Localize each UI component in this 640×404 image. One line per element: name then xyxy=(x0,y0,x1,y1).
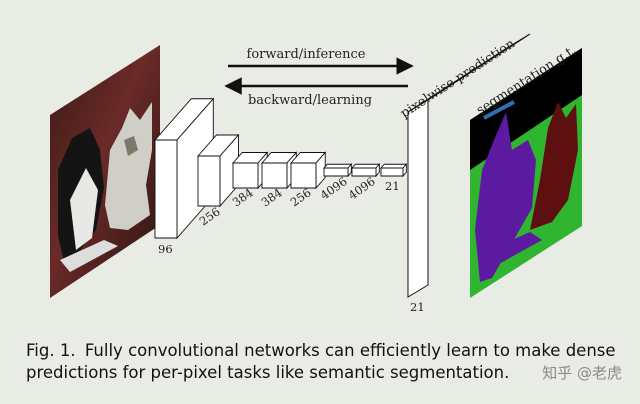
layer-front-face xyxy=(154,139,178,239)
layer-front-face xyxy=(351,167,377,177)
layer-label: 96 xyxy=(158,242,173,256)
layer-front-face xyxy=(197,155,221,207)
layer-label: 256 xyxy=(288,185,314,209)
layer-top-face xyxy=(351,163,381,169)
figure-caption: Fig. 1. Fully convolutional networks can… xyxy=(26,340,626,384)
layer-box: 256 xyxy=(288,151,327,209)
segmentation-gt xyxy=(470,48,582,298)
layer-front-face xyxy=(261,162,288,189)
layer-box: 21 xyxy=(380,163,408,193)
forward-label: forward/inference xyxy=(247,47,366,62)
layer-top-face xyxy=(380,163,408,169)
prediction-slab xyxy=(407,33,531,298)
layer-label: 21 xyxy=(385,179,400,193)
layer-label: 384 xyxy=(259,185,285,209)
layer-front-face xyxy=(232,162,259,189)
backward-label: backward/learning xyxy=(248,93,372,108)
caption-text: Fully convolutional networks can efficie… xyxy=(26,341,616,382)
layer-front-face xyxy=(323,167,349,177)
prediction-channels: 21 xyxy=(410,300,425,314)
layer-label: 4096 xyxy=(346,174,378,202)
layer-top-face xyxy=(323,163,353,169)
watermark: 知乎 @老虎 xyxy=(542,364,622,382)
input-image xyxy=(50,45,160,298)
layer-front-face xyxy=(380,167,404,177)
caption-figure-number: Fig. 1. xyxy=(26,341,76,360)
layer-front-face xyxy=(290,162,317,189)
